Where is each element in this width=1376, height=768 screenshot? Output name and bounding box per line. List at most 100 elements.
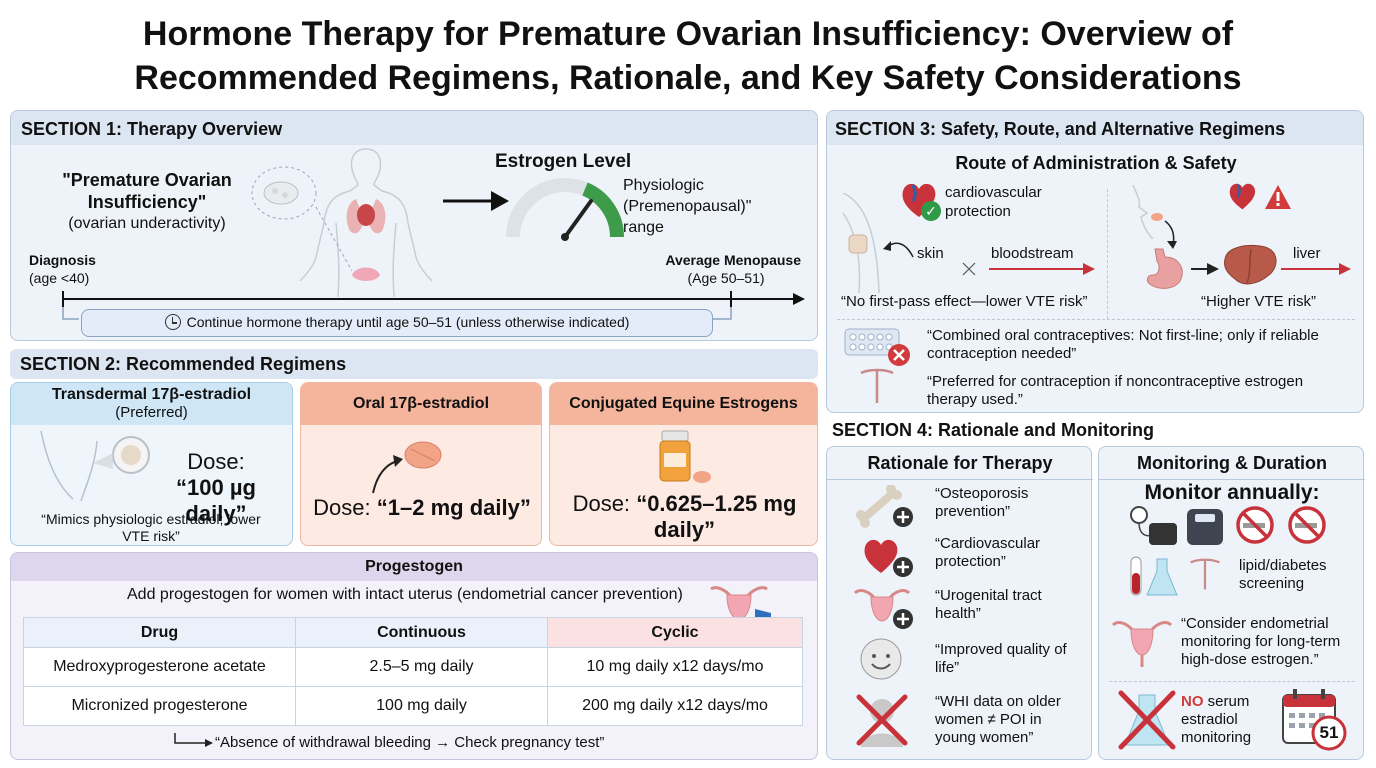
oral-dose: “1–2 mg daily” [376,495,531,520]
iud-icon [1190,558,1220,590]
skin-label: skin [917,245,944,262]
table-cell: Micronized progesterone [23,686,296,726]
poi-subtitle: (ovarian underactivity) [68,215,226,232]
liver-icon [1224,245,1277,285]
blood-pressure-icon [1130,506,1177,545]
oral-vte-note: “Higher VTE risk” [1201,293,1317,310]
smiling-face-icon [860,638,902,680]
arm-patch-icon [842,193,880,293]
no-smoking-icon [1236,506,1274,544]
ovary-icon [251,166,317,220]
section-2-heading: SECTION 2: Recommended Regimens [20,354,347,374]
table-cell: Medroxyprogesterone acetate [23,647,296,687]
bloodstream-label: bloodstream [991,245,1074,262]
contraceptive-pack-icon [844,328,910,366]
oral-card: Oral 17β-estradiol Dose: “1–2 mg daily” [300,382,542,546]
serum-label: serum estradiol monitoring [1181,693,1252,746]
section-2-heading-bar [10,349,818,379]
pill-bottle-icon [659,430,711,483]
transdermal-vte-note: “No first-pass effect—lower VTE risk” [841,293,1088,310]
red-arrow-icon [1281,263,1351,275]
crossed-person-icon [856,694,908,747]
transdermal-dose-label: Dose: [187,449,245,474]
rationale-item: “WHI data on older women ≠ POI in young … [935,693,1061,746]
menopause-label: Average Menopause [665,252,801,268]
rationale-item: “Cardiovascular protection” [935,535,1041,570]
cardio-protection-label: cardiovascular protection [945,184,1042,220]
oral-dose-label: Dose: [313,495,371,520]
table-header-continuous: Continuous [295,617,548,648]
progestogen-card: Progestogen Add progestogen for women wi… [10,552,818,760]
lipid-label: lipid/diabetes screening [1239,557,1327,592]
table-header-drug: Drug [23,617,296,648]
table-cell: 100 mg daily [295,686,548,726]
arrow-right-icon [1191,263,1219,275]
rationale-title: Rationale for Therapy [867,453,1053,473]
section-1-heading: SECTION 1: Therapy Overview [21,119,283,139]
progestogen-note: Add progestogen for women with intact ut… [127,586,683,603]
endometrial-note: “Consider endometrial monitoring for lon… [1181,615,1341,668]
scale-icon [1187,509,1223,545]
section-3-heading: SECTION 3: Safety, Route, and Alternativ… [835,119,1286,139]
no-smoking-icon [1288,506,1326,544]
poi-title: "Premature Ovarian Insufficiency" [62,170,232,212]
rationale-item: “Osteoporosis prevention” [935,485,1029,520]
monitoring-title: Monitoring & Duration [1137,453,1327,473]
diagnosis-label: Diagnosis [29,252,96,268]
arrow-right-icon [443,191,509,211]
gauge-icon [506,178,624,241]
transdermal-title: Transdermal 17β-estradiol [51,386,252,403]
table-header-cyclic: Cyclic [547,617,803,648]
continue-note: Continue hormone therapy until age 50–51… [81,309,713,337]
continue-note-text: Continue hormone therapy until age 50–51… [186,314,630,330]
cee-dose-label: Dose: [572,491,631,516]
estrogen-range-label: Physiologic (Premenopausal)" range [623,177,752,236]
no-label: NO [1181,693,1204,710]
table-cell: 10 mg daily x12 days/mo [547,647,803,687]
warning-icon [1265,185,1291,209]
estrogen-level-title: Estrogen Level [495,151,632,172]
crossed-flask-icon [1118,690,1176,750]
coc-note: “Combined oral contraceptives: Not first… [927,327,1319,362]
table-cell: 2.5–5 mg daily [295,647,548,687]
down-arrow-icon [1164,220,1177,249]
iud-icon [860,368,894,403]
blood-tube-icon [1130,556,1178,596]
section-1-panel: SECTION 1: Therapy Overview "Premature O… [10,110,818,341]
rationale-item: “Improved quality of life” [935,641,1067,676]
route-title: Route of Administration & Safety [955,153,1237,173]
stomach-icon [1146,248,1183,289]
flow-arrows [962,262,1095,276]
table-row: Medroxyprogesterone acetate 2.5–5 mg dai… [23,647,803,687]
section-3-panel: SECTION 3: Safety, Route, and Alternativ… [826,110,1364,413]
uterus-icon [853,589,913,629]
heart-icon [1229,183,1256,210]
table-cell: 200 mg daily x12 days/mo [547,686,803,726]
check-icon: ✓ [921,201,941,221]
heart-icon [864,539,913,577]
transdermal-card: Transdermal 17β-estradiol (Preferred) Do… [10,382,293,546]
patch-on-hip-icon [40,431,150,502]
elbow-arrow-icon [174,733,213,747]
clock-icon [164,314,181,330]
calendar-number: 51 [1319,723,1339,742]
transdermal-note: “Mimics physiologic estradiol; lower VTE… [41,511,261,544]
face-profile-icon [1132,185,1163,239]
title-line-1: Hormone Therapy for Premature Ovarian In… [142,15,1234,53]
table-row: Micronized progesterone 100 mg daily 200… [23,686,803,726]
monitoring-panel: Monitoring & Duration Monitor annually: … [1098,446,1365,760]
calendar-icon [1282,689,1347,751]
progestogen-title: Progestogen [11,553,817,581]
pill-icon [372,441,442,494]
transdermal-subtitle: (Preferred) [115,404,188,421]
curved-arrow-icon [883,241,914,258]
rationale-panel: Rationale for Therapy “Osteoporosis prev… [826,446,1093,760]
menopause-age: (Age 50–51) [687,270,765,286]
cee-title: Conjugated Equine Estrogens [550,383,817,425]
cee-card: Conjugated Equine Estrogens Dose: “0.625… [549,382,818,546]
page-title: Hormone Therapy for Premature Ovarian In… [0,12,1376,100]
bone-icon [856,485,913,528]
cee-dose: “0.625–1.25 mg daily” [636,491,797,542]
iud-note: “Preferred for contraception if noncontr… [927,373,1304,408]
uterus-icon [1111,621,1173,667]
